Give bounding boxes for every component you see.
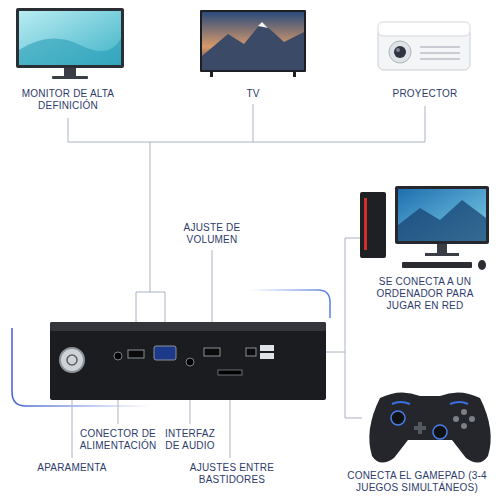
port-label: AJUSTES ENTRE BASTIDORES (172, 462, 292, 486)
device-label: TV (223, 88, 283, 100)
device-label: PROYECTOR (375, 88, 475, 100)
device-label: CONECTA EL GAMEPAD (3-4 JUEGOS SIMULTÁNE… (338, 470, 496, 494)
console-box (50, 322, 326, 400)
label-slot: CONECTOR DE ALIMENTACIÓN (77, 428, 159, 452)
label-slot: INTERFAZ DE AUDIO (161, 428, 219, 452)
label-slot: AJUSTE DE VOLUMEN (172, 222, 252, 246)
pc-picture (360, 186, 489, 270)
port-label: INTERFAZ DE AUDIO (161, 428, 219, 452)
projector-picture (378, 22, 470, 70)
label-slot: AJUSTES ENTRE BASTIDORES (172, 462, 292, 486)
label-slot: MONITOR DE ALTA DEFINICIÓN (12, 88, 124, 112)
leader-line (68, 104, 425, 458)
decor-curve (12, 290, 330, 406)
label-slot: APARAMENTA (30, 462, 114, 474)
tv-picture (200, 10, 306, 77)
label-slot: TV (223, 88, 283, 100)
monitor-picture (16, 8, 124, 79)
port-label: APARAMENTA (30, 462, 114, 474)
device-label: MONITOR DE ALTA DEFINICIÓN (12, 88, 124, 112)
port-label: CONECTOR DE ALIMENTACIÓN (77, 428, 159, 452)
label-slot: SE CONECTA A UN ORDENADOR PARA JUGAR EN … (363, 276, 487, 312)
label-slot: PROYECTOR (375, 88, 475, 100)
gamepad-picture (369, 392, 490, 462)
label-slot: CONECTA EL GAMEPAD (3-4 JUEGOS SIMULTÁNE… (338, 470, 496, 494)
device-label: SE CONECTA A UN ORDENADOR PARA JUGAR EN … (363, 276, 487, 312)
port-label: AJUSTE DE VOLUMEN (172, 222, 252, 246)
